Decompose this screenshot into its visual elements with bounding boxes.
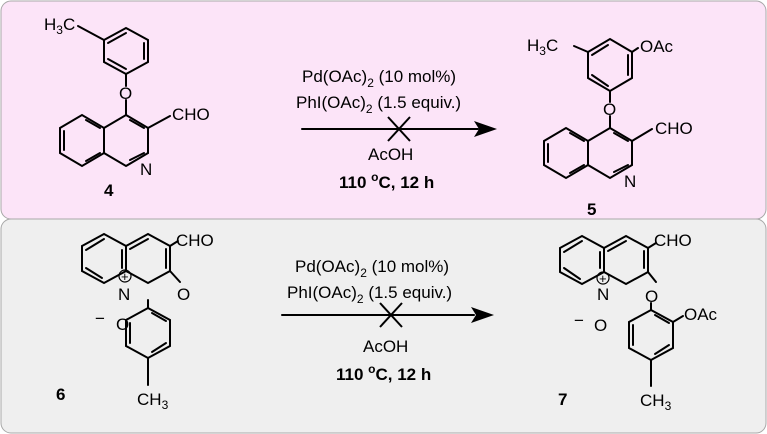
compound-6-minus: − [95,309,105,328]
compound-7-cho: CHO [654,231,692,250]
compound-5-ch3: H3C [527,36,558,58]
compound-6-cho: CHO [176,231,214,250]
top-oxidant: PhI(OAc)2 (1.5 equiv.) [296,93,461,116]
compound-6-n-oxide-o: O [116,315,129,334]
compound-5-n: N [624,172,636,191]
compound-6-number: 6 [56,385,65,404]
compound-6-n: N [118,285,130,304]
compound-7-oac: OAc [684,305,718,324]
compound-5-ether-o: O [603,100,616,119]
compound-5-structure [543,37,653,180]
compound-6-ch3: CH3 [137,390,169,412]
compound-7-minus: − [574,311,584,330]
bottom-conditions: 110 oC, 12 h [336,362,431,384]
top-solvent: AcOH [368,145,413,164]
bottom-arrow-head [471,307,494,323]
compound-4-number: 4 [104,181,114,200]
compound-7-n: N [597,285,609,304]
compound-5-oac: OAc [640,37,674,56]
compound-6-plus-ring [118,269,132,283]
compound-7-ch3: CH3 [640,391,672,413]
top-catalyst: Pd(OAc)2 (10 mol%) [302,67,456,90]
compound-6-structure [81,232,181,386]
compound-4-cho: CHO [172,105,210,124]
compound-7-number: 7 [558,390,567,409]
compound-4-n: N [140,160,152,179]
compound-4-ether-o: O [119,84,132,103]
compound-6-plus: + [121,269,129,284]
compound-4-structure [59,25,171,168]
compound-6-ether-o: O [177,285,190,304]
bottom-solvent: AcOH [363,337,408,356]
compound-7-plus-ring [596,271,610,285]
compound-7-n-oxide-o: O [594,316,607,335]
bottom-catalyst: Pd(OAc)2 (10 mol%) [295,257,449,280]
bottom-panel [0,218,767,434]
top-conditions: 110 oC, 12 h [339,170,434,192]
compound-7-ether-o: O [645,287,658,306]
bottom-oxidant: PhI(OAc)2 (1.5 equiv.) [287,283,452,306]
compound-7-plus: + [599,271,607,286]
top-arrow-head [474,121,497,137]
compound-4-ch3: H3C [44,15,75,37]
compound-7-structure [559,234,684,387]
compound-5-cho: CHO [655,119,693,138]
compound-5-number: 5 [587,200,596,219]
